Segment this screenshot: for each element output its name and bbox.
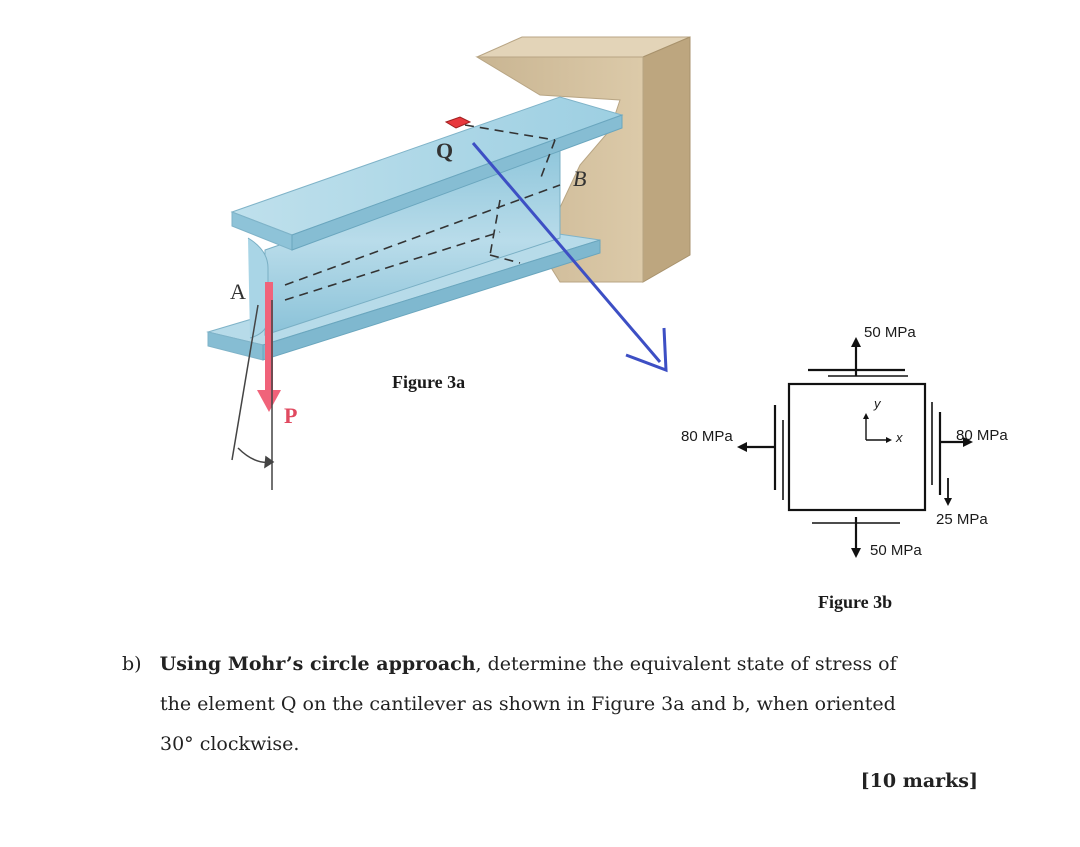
pointer-arrow	[471, 142, 668, 373]
marks-label: [10 marks]	[860, 770, 978, 792]
figure-3b-caption: Figure 3b	[818, 592, 893, 612]
shear-stress-arrow	[944, 478, 952, 506]
wall-support	[475, 36, 691, 283]
figure-3a-drawing	[206, 36, 691, 490]
top-stress-label: 50 MPa	[864, 324, 916, 341]
question-line-3: 30° clockwise.	[160, 733, 300, 755]
question-line-1-rest: , determine the equivalent state of stre…	[475, 653, 897, 675]
question-number: b)	[122, 653, 142, 675]
question-bold-phrase: Using Mohr’s circle approach	[159, 653, 476, 675]
axis-x-label: x	[896, 430, 903, 445]
question-block: b) Using Mohr’s circle approach, determi…	[122, 644, 1002, 764]
label-q: Q	[436, 138, 454, 163]
bottom-stress-label: 50 MPa	[870, 542, 922, 559]
xy-axes	[863, 413, 892, 443]
bottom-stress-arrow	[812, 517, 900, 558]
top-flange	[230, 96, 624, 251]
angle-indicator	[231, 300, 275, 490]
question-line-2: the element Q on the cantilever as shown…	[160, 693, 896, 715]
load-p-arrow	[257, 282, 281, 412]
top-stress-arrow	[808, 337, 908, 377]
label-b: B	[573, 166, 587, 191]
figure-3a-caption: Figure 3a	[392, 372, 466, 392]
axis-y-label: y	[874, 396, 881, 411]
right-stress-arrow	[931, 402, 973, 495]
section-dashed-lines	[284, 124, 561, 301]
left-stress-label: 80 MPa	[681, 428, 733, 445]
label-p: P	[284, 403, 298, 428]
right-stress-label: 80 MPa	[956, 427, 1008, 444]
question-line-1: b) Using Mohr’s circle approach, determi…	[122, 644, 1002, 684]
label-a: A	[230, 279, 246, 304]
figure-3b-drawing	[737, 337, 973, 558]
element-q-marker	[444, 116, 472, 129]
stress-element-square	[787, 382, 927, 512]
shear-stress-label: 25 MPa	[936, 511, 988, 528]
left-stress-arrow	[737, 405, 784, 500]
